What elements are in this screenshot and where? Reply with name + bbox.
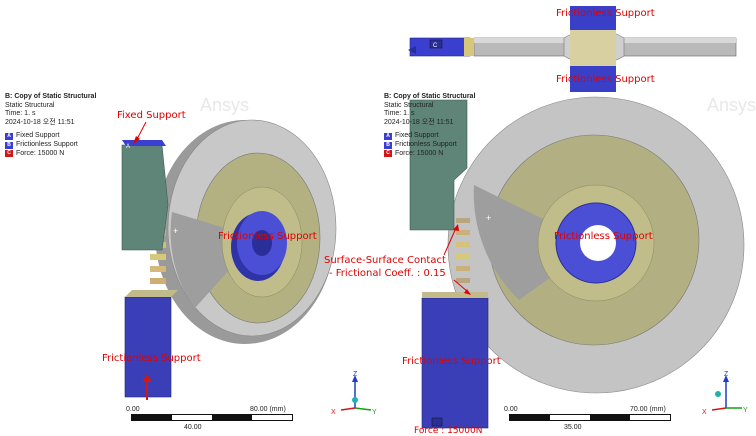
right-model-geometry[interactable]: C + [374, 0, 748, 436]
axis-x-label: X [702, 409, 707, 416]
svg-text:C: C [433, 43, 438, 49]
legend-swatch-b: B [5, 141, 13, 149]
svg-text:+: + [486, 213, 491, 223]
legend-swatch-c: C [384, 150, 392, 158]
scale-start: 0.00 [504, 406, 518, 413]
label-frictionless-support-top: Frictionless Support [556, 8, 655, 19]
legend-swatch-a: A [384, 133, 392, 141]
left-viewport[interactable]: Ansys A + [0, 0, 377, 436]
label-force: Force : 15000N [414, 426, 483, 436]
label-frictionless-support-bottom: Frictionless Support [402, 356, 501, 367]
axis-triad[interactable]: Z Y X [696, 370, 756, 420]
scale-start: 0.00 [126, 406, 140, 413]
axis-z-label: Z [353, 371, 358, 378]
label-contact-line2: - Frictional Coeff. : 0.15 [329, 268, 446, 279]
gear-sector [473, 185, 596, 300]
analysis-date: 2024-10-18 오전 11:51 [5, 118, 75, 126]
scale-bar [131, 414, 293, 421]
scale-mid: 40.00 [184, 424, 202, 431]
label-fixed-support: Fixed Support [117, 110, 186, 121]
label-frictionless-support-bottom: Frictionless Support [102, 353, 201, 364]
fixed-block [409, 99, 468, 231]
right-info-box: B: Copy of Static Structural Static Stru… [384, 93, 475, 158]
analysis-type: Static Structural [384, 101, 434, 109]
scale-bar [509, 414, 671, 421]
fixed-block [121, 144, 169, 251]
axis-triad[interactable]: Z Y X [325, 370, 385, 420]
label-frictionless-support-upper: Frictionless Support [556, 74, 655, 85]
axis-y-label: Y [743, 407, 748, 414]
scale-end: 70.00 (mm) [630, 406, 666, 413]
ansys-watermark: Ansys [200, 95, 250, 115]
axis-y-label: Y [372, 409, 377, 416]
analysis-date: 2024-10-18 오전 11:51 [384, 118, 454, 126]
right-viewport[interactable]: Ansys C [324, 0, 756, 436]
rack-teeth [456, 218, 470, 283]
legend-swatch-a: A [5, 133, 13, 141]
axis-z-label: Z [724, 371, 729, 378]
label-frictionless-support-center: Frictionless Support [554, 231, 653, 242]
svg-text:A: A [126, 144, 130, 150]
scale-end: 80.00 (mm) [250, 406, 286, 413]
axis-x-label: X [331, 409, 336, 416]
analysis-time: Time: 1. s [384, 110, 415, 118]
analysis-title: B: Copy of Static Structural [5, 93, 97, 100]
scale-mid: 35.00 [564, 424, 582, 431]
legend-swatch-c: C [5, 150, 13, 158]
analysis-type: Static Structural [5, 101, 55, 109]
label-frictionless-support-center: Frictionless Support [218, 231, 317, 242]
legend-swatch-b: B [384, 141, 392, 149]
ansys-watermark: Ansys [707, 95, 756, 115]
left-info-box: B: Copy of Static Structural Static Stru… [5, 93, 96, 158]
svg-text:+: + [173, 226, 178, 236]
label-contact-line1: Surface-Surface Contact [324, 255, 446, 266]
analysis-title: B: Copy of Static Structural [384, 93, 476, 100]
left-model-geometry[interactable]: A + [0, 0, 374, 436]
analysis-time: Time: 1. s [5, 110, 36, 118]
